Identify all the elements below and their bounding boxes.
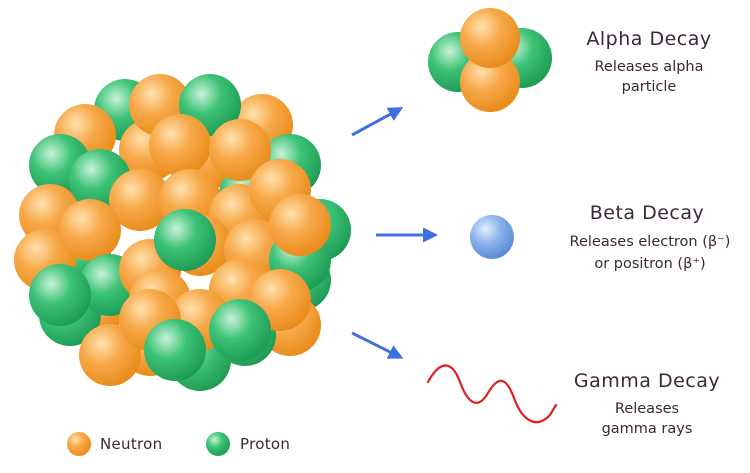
neutron-sphere bbox=[59, 199, 121, 261]
alpha-desc-line1: Releases alpha bbox=[594, 59, 704, 75]
alpha-arrow bbox=[351, 107, 404, 137]
neutron-sphere bbox=[209, 119, 271, 181]
beta-title: Beta Decay bbox=[589, 202, 705, 224]
alpha-desc-line2: particle bbox=[621, 79, 677, 95]
neutron-sphere bbox=[79, 324, 141, 386]
legend-proton-label: Proton bbox=[240, 435, 291, 453]
electron-particle bbox=[470, 215, 514, 259]
gamma-arrow bbox=[351, 331, 404, 359]
proton-sphere bbox=[209, 299, 271, 361]
proton-sphere bbox=[144, 319, 206, 381]
proton-sphere bbox=[29, 264, 91, 326]
proton-sphere bbox=[154, 209, 216, 271]
alpha-title: Alpha Decay bbox=[586, 28, 712, 50]
beta-desc-line2: or positron (β⁺) bbox=[594, 256, 706, 272]
nucleus-cluster bbox=[14, 74, 351, 391]
legend-neutron-swatch bbox=[67, 432, 91, 456]
legend-proton-swatch bbox=[206, 432, 230, 456]
neutron-sphere bbox=[460, 52, 520, 112]
neutron-sphere bbox=[460, 8, 520, 68]
gamma-desc-line2: gamma rays bbox=[601, 421, 693, 437]
gamma-title: Gamma Decay bbox=[573, 370, 721, 392]
neutron-sphere bbox=[109, 169, 171, 231]
gamma-desc-line1: Releases bbox=[614, 401, 680, 417]
beta-desc-line1: Releases electron (β⁻) bbox=[569, 234, 731, 250]
alpha-particle bbox=[428, 8, 552, 112]
gamma-wave bbox=[426, 364, 558, 424]
legend-neutron-label: Neutron bbox=[100, 435, 163, 453]
neutron-sphere bbox=[269, 194, 331, 256]
neutron-sphere bbox=[149, 114, 211, 176]
